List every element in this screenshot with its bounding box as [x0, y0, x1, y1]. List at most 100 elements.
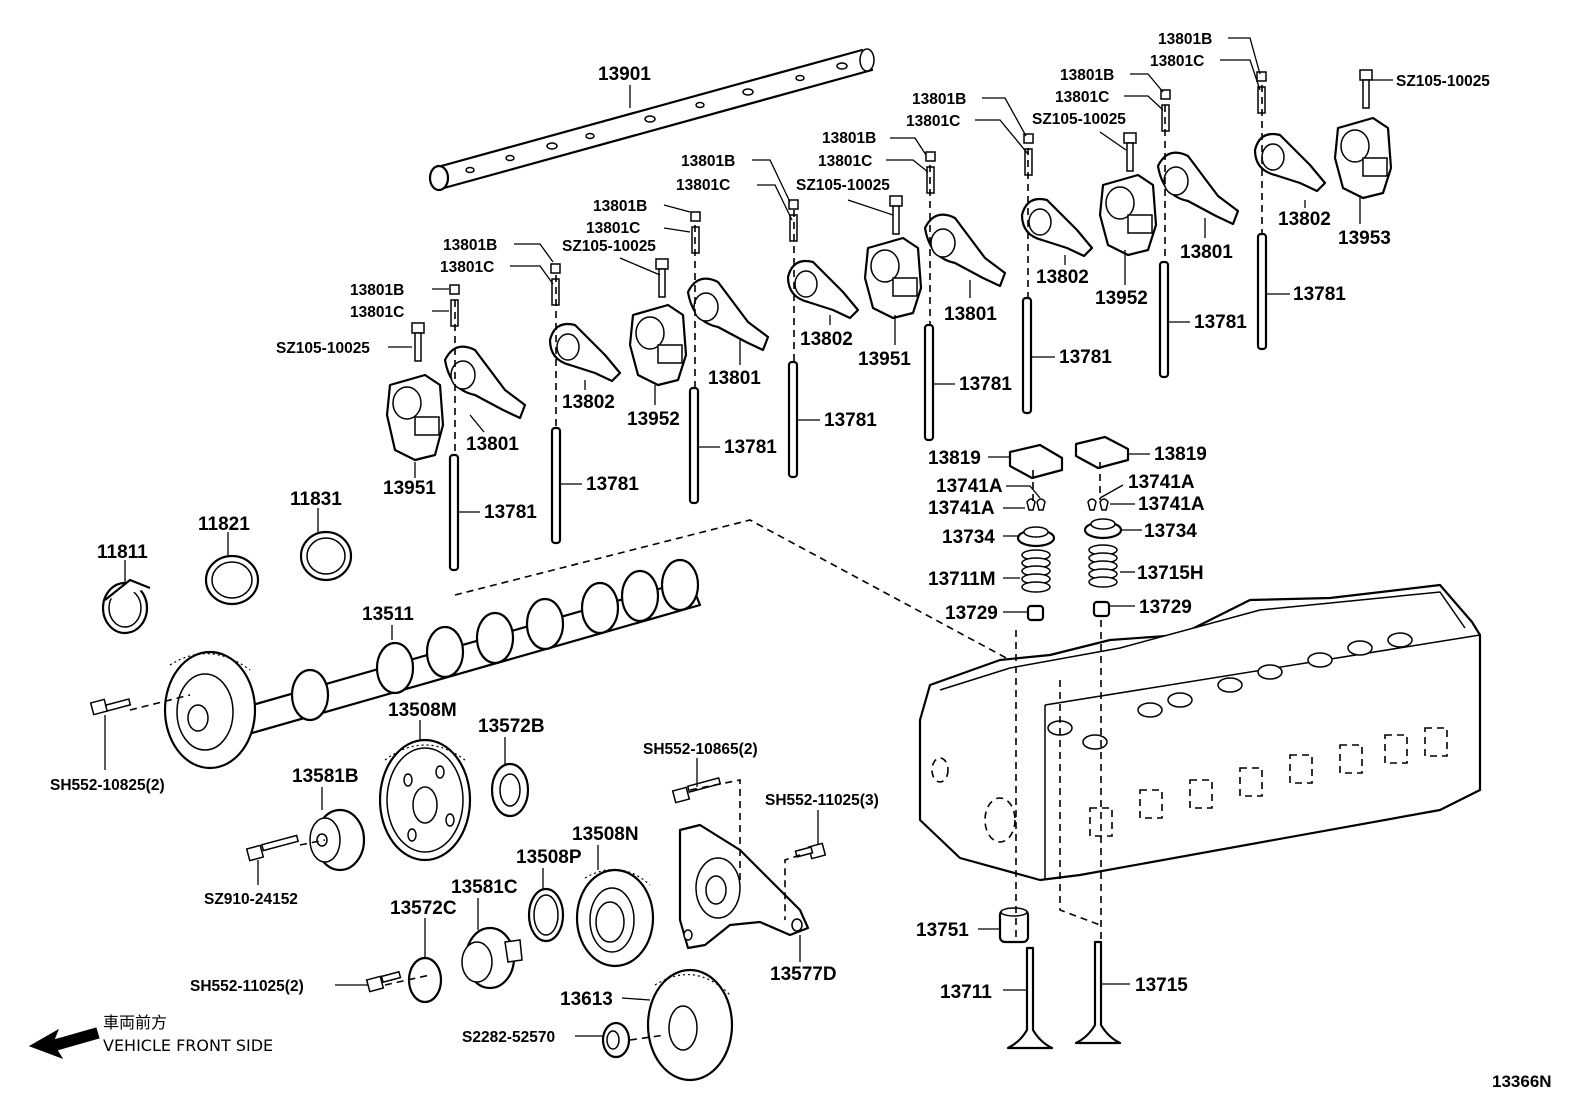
label-13729: 13729 [1139, 597, 1192, 618]
assembly-lines [129, 85, 1263, 1041]
label-13801b: 13801B [443, 237, 497, 254]
label-13581b: 13581B [292, 766, 359, 787]
label-13801c: 13801C [1055, 89, 1109, 106]
label-13801b: 13801B [1060, 67, 1114, 84]
label-13741a: 13741A [928, 498, 995, 519]
label-13819: 13819 [928, 448, 981, 469]
direction-note-en: VEHICLE FRONT SIDE [103, 1036, 273, 1055]
label-13801: 13801 [944, 304, 997, 325]
part-labels: 13901 13801B 13801C 13801B 13801C 13801B… [50, 31, 1490, 1046]
label-13613: 13613 [560, 989, 613, 1010]
label-13572c: 13572C [390, 898, 457, 919]
label-13581c: 13581C [451, 877, 518, 898]
label-13511: 13511 [362, 604, 414, 625]
label-13508n: 13508N [572, 824, 639, 845]
label-sh552-10825: SH552-10825(2) [50, 777, 165, 794]
rocker-supports [385, 116, 1393, 462]
label-13741a: 13741A [1128, 472, 1195, 493]
label-13734: 13734 [942, 527, 995, 548]
label-13802: 13802 [800, 329, 853, 350]
cam-bearings [101, 530, 353, 635]
label-13577d: 13577D [770, 964, 837, 985]
label-13781: 13781 [1059, 347, 1112, 368]
label-13781: 13781 [824, 410, 877, 431]
label-13734: 13734 [1144, 521, 1197, 542]
label-s2282: S2282-52570 [462, 1029, 555, 1046]
support-bolts [411, 69, 1373, 362]
label-13901: 13901 [598, 64, 651, 85]
label-13781: 13781 [586, 474, 639, 495]
label-sz105: SZ105-10025 [1032, 111, 1126, 128]
direction-note-jp: 車両前方 [103, 1013, 167, 1032]
vehicle-front-note: 車両前方 VEHICLE FRONT SIDE [28, 1013, 273, 1059]
label-13801: 13801 [466, 434, 519, 455]
label-11811: 11811 [97, 542, 148, 563]
label-13729: 13729 [945, 603, 998, 624]
gear-13508n [575, 868, 655, 968]
camshaft [163, 558, 702, 770]
front-arrow-icon [28, 1027, 100, 1059]
label-13741a: 13741A [1138, 494, 1205, 515]
label-13508m: 13508M [388, 700, 457, 721]
leader-lines [104, 37, 1393, 1037]
label-13801c: 13801C [818, 153, 872, 170]
label-sh552-11025-3: SH552-11025(3) [765, 792, 879, 809]
label-13801b: 13801B [912, 91, 966, 108]
label-13801b: 13801B [681, 153, 735, 170]
label-13802: 13802 [1036, 267, 1089, 288]
label-sh552-10865: SH552-10865(2) [643, 741, 758, 758]
label-13715: 13715 [1135, 975, 1188, 996]
label-sh552-11025-2: SH552-11025(2) [190, 978, 304, 995]
label-13801c: 13801C [586, 220, 640, 237]
nut-s2282 [601, 1021, 631, 1059]
label-13819: 13819 [1154, 444, 1207, 465]
label-13781: 13781 [724, 437, 777, 458]
label-sz910: SZ910-24152 [204, 891, 298, 908]
label-13802: 13802 [562, 392, 615, 413]
label-11831: 11831 [290, 489, 342, 510]
valves [1006, 940, 1122, 1050]
label-sz105: SZ105-10025 [1396, 73, 1490, 90]
label-13801c: 13801C [676, 177, 730, 194]
label-13711m: 13711M [928, 569, 996, 590]
label-13802: 13802 [1278, 209, 1331, 230]
label-sz105: SZ105-10025 [276, 340, 370, 357]
label-11821: 11821 [198, 514, 250, 535]
label-sz105: SZ105-10025 [562, 238, 656, 255]
label-13741a: 13741A [936, 476, 1003, 497]
label-13572b: 13572B [478, 716, 545, 737]
label-sz105: SZ105-10025 [796, 177, 890, 194]
bracket-13577d [678, 823, 810, 950]
label-13801b: 13801B [350, 282, 404, 299]
label-13801c: 13801C [1150, 53, 1204, 70]
rocker-arms [443, 132, 1327, 420]
valve-train-parts [1008, 435, 1130, 622]
valve-guide [998, 907, 1030, 944]
label-13952: 13952 [627, 409, 680, 430]
gear-13613 [646, 968, 734, 1082]
label-13751: 13751 [916, 920, 969, 941]
label-13781: 13781 [959, 374, 1012, 395]
label-13781: 13781 [484, 502, 537, 523]
label-13711: 13711 [940, 982, 992, 1003]
label-13801c: 13801C [350, 304, 404, 321]
label-13953: 13953 [1338, 228, 1391, 249]
label-13781: 13781 [1293, 284, 1346, 305]
label-13801: 13801 [708, 368, 761, 389]
label-13951: 13951 [383, 478, 436, 499]
label-13951: 13951 [858, 349, 911, 370]
label-13801b: 13801B [1158, 31, 1212, 48]
figure-code: 13366N [1492, 1072, 1552, 1091]
label-13801c: 13801C [440, 259, 494, 276]
rocker-shaft [428, 48, 875, 192]
label-13801b: 13801B [593, 198, 647, 215]
gear-13508m [378, 738, 472, 862]
cylinder-head [918, 583, 1482, 882]
label-13801b: 13801B [822, 130, 876, 147]
label-13801c: 13801C [906, 113, 960, 130]
label-13952: 13952 [1095, 288, 1148, 309]
label-13715h: 13715H [1137, 563, 1204, 584]
label-13508p: 13508P [516, 847, 582, 868]
label-13801: 13801 [1180, 242, 1233, 263]
